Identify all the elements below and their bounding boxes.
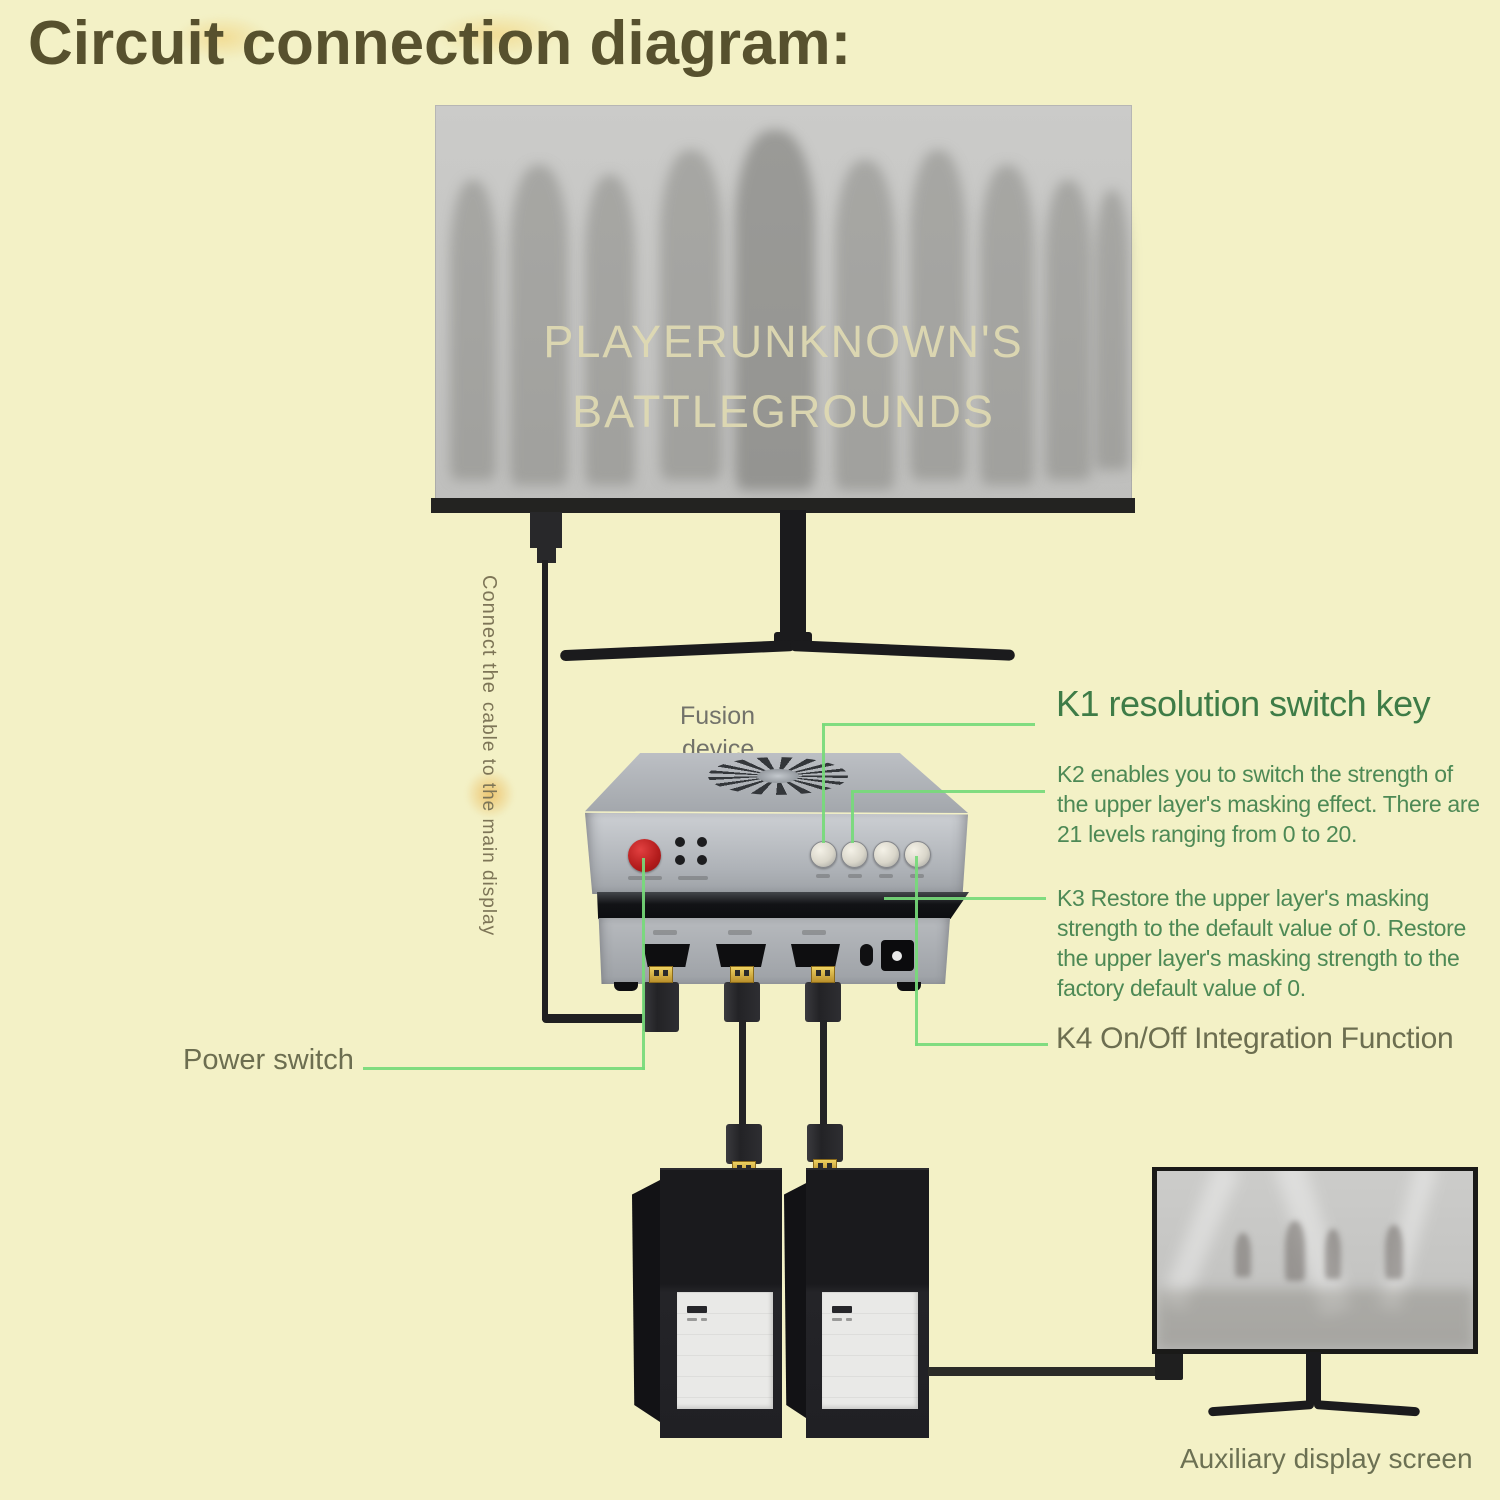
video-cable-connector-neck xyxy=(537,546,556,563)
label-highlight xyxy=(466,770,514,818)
port-caption xyxy=(802,930,826,935)
main-monitor-screen xyxy=(435,105,1132,499)
k4-callout-line-horizontal xyxy=(915,1043,1048,1046)
hdmi-port-2 xyxy=(716,944,766,967)
screen-figure xyxy=(735,130,815,490)
aux-display-label: Auxiliary display screen xyxy=(1180,1443,1473,1474)
k3-callout-line-horizontal xyxy=(884,897,1046,900)
aux-monitor-screen xyxy=(1157,1171,1473,1349)
hdmi-cable-2 xyxy=(739,1020,746,1126)
aux-screen-figure xyxy=(1285,1221,1305,1281)
power-callout-line-vertical xyxy=(642,858,645,1070)
button-caption xyxy=(678,876,708,880)
k1-callout-line-vertical xyxy=(822,724,825,843)
cable-label-connect: Connect the xyxy=(478,575,500,694)
button-caption xyxy=(628,876,662,880)
k2-callout-line-horizontal xyxy=(851,790,1045,793)
page-title: Circuit connection diagram: xyxy=(28,9,852,78)
indicator-dot xyxy=(697,855,707,865)
pc-tower-2-mark xyxy=(846,1318,852,1321)
power-jack-pin xyxy=(892,951,902,961)
pc-tower-2-mark xyxy=(832,1318,842,1321)
hdmi-cable-3 xyxy=(820,1020,827,1126)
button-caption xyxy=(879,874,893,878)
k4-callout-line-vertical xyxy=(915,856,918,1046)
title-highlight xyxy=(432,12,562,57)
port-caption xyxy=(653,930,677,935)
indicator-dot xyxy=(675,837,685,847)
screen-figure xyxy=(835,160,895,490)
aux-monitor-stand-column xyxy=(1306,1352,1321,1404)
aux-monitor-stand-left-leg xyxy=(1207,1400,1315,1417)
pc-tower-1-mark xyxy=(701,1318,707,1321)
aux-screen-figure xyxy=(1385,1225,1403,1279)
screen-figure xyxy=(1095,190,1129,470)
hdmi-port-1 xyxy=(643,944,690,967)
hdmi-plug-2 xyxy=(730,966,754,983)
screen-game-title-line2: BATTLEGROUNDS xyxy=(572,386,995,437)
screen-game-title-line1: PLAYERUNKNOWN'S xyxy=(543,316,1024,367)
hdmi-plug-3 xyxy=(811,966,835,983)
aux-screen-ground xyxy=(1157,1289,1473,1349)
k2-label: K2 enables you to switch the strength of… xyxy=(1057,761,1480,847)
hdmi-plug-2-lower-body xyxy=(726,1124,762,1164)
hdmi-port-3 xyxy=(791,944,840,967)
hdmi-plug-2-body xyxy=(724,982,760,1022)
k2-button xyxy=(841,841,868,868)
hdmi-plug-3-body xyxy=(805,982,841,1022)
main-monitor-stand-column xyxy=(780,510,806,642)
k3-label: K3 Restore the upper layer's masking str… xyxy=(1057,885,1467,1001)
power-callout-line-horizontal xyxy=(363,1067,645,1070)
hdmi-plug-1 xyxy=(649,966,673,983)
aux-screen-figure xyxy=(1325,1229,1341,1279)
hdmi-plug-3-lower-body xyxy=(807,1124,843,1162)
screen-figure xyxy=(1045,180,1091,480)
screen-figure xyxy=(980,165,1034,485)
indicator-dot xyxy=(697,837,707,847)
aux-cable-connector xyxy=(1155,1349,1183,1380)
video-cable-horizontal xyxy=(542,1014,654,1023)
video-cable-vertical xyxy=(542,560,548,1020)
cable-label-main-display: cable to the main display xyxy=(478,702,499,937)
pc-tower-1-mark xyxy=(687,1318,697,1321)
screen-figure xyxy=(585,175,635,485)
video-cable-connector xyxy=(530,512,562,548)
fusion-device-label-line1: Fusion xyxy=(680,702,756,730)
main-monitor-stand-right-leg xyxy=(789,640,1016,661)
main-monitor-stand-left-leg xyxy=(559,640,796,662)
port-caption xyxy=(728,930,752,935)
pc-tower-2-logo xyxy=(832,1306,852,1313)
k3-button xyxy=(873,841,900,868)
pc-tower-1-logo xyxy=(687,1306,707,1313)
k1-label: K1 resolution switch key xyxy=(1056,683,1431,724)
usb-port xyxy=(860,944,873,966)
screen-figure xyxy=(660,150,722,480)
pc-tower-1-side xyxy=(632,1180,660,1422)
k1-callout-line-horizontal xyxy=(822,723,1035,726)
screen-figure xyxy=(910,150,966,480)
device-foot xyxy=(897,982,921,991)
device-stack-gap xyxy=(597,892,969,919)
k1-button xyxy=(810,841,837,868)
title-highlight xyxy=(175,15,270,60)
k4-label: K4 On/Off Integration Function xyxy=(1056,1022,1454,1055)
screen-figure xyxy=(450,180,496,480)
button-caption xyxy=(816,874,830,878)
k2-callout-line-vertical xyxy=(851,791,854,843)
aux-video-cable xyxy=(928,1367,1160,1376)
device-foot xyxy=(614,982,638,991)
fan-hub-icon xyxy=(757,769,799,783)
main-monitor-bezel xyxy=(431,498,1135,513)
button-caption xyxy=(848,874,862,878)
screen-figure xyxy=(510,165,568,485)
power-switch-label: Power switch xyxy=(183,1044,354,1076)
hdmi-plug-1-body xyxy=(643,982,679,1032)
aux-screen-figure xyxy=(1235,1233,1251,1277)
indicator-dot xyxy=(675,855,685,865)
aux-monitor-stand-right-leg xyxy=(1313,1400,1421,1417)
